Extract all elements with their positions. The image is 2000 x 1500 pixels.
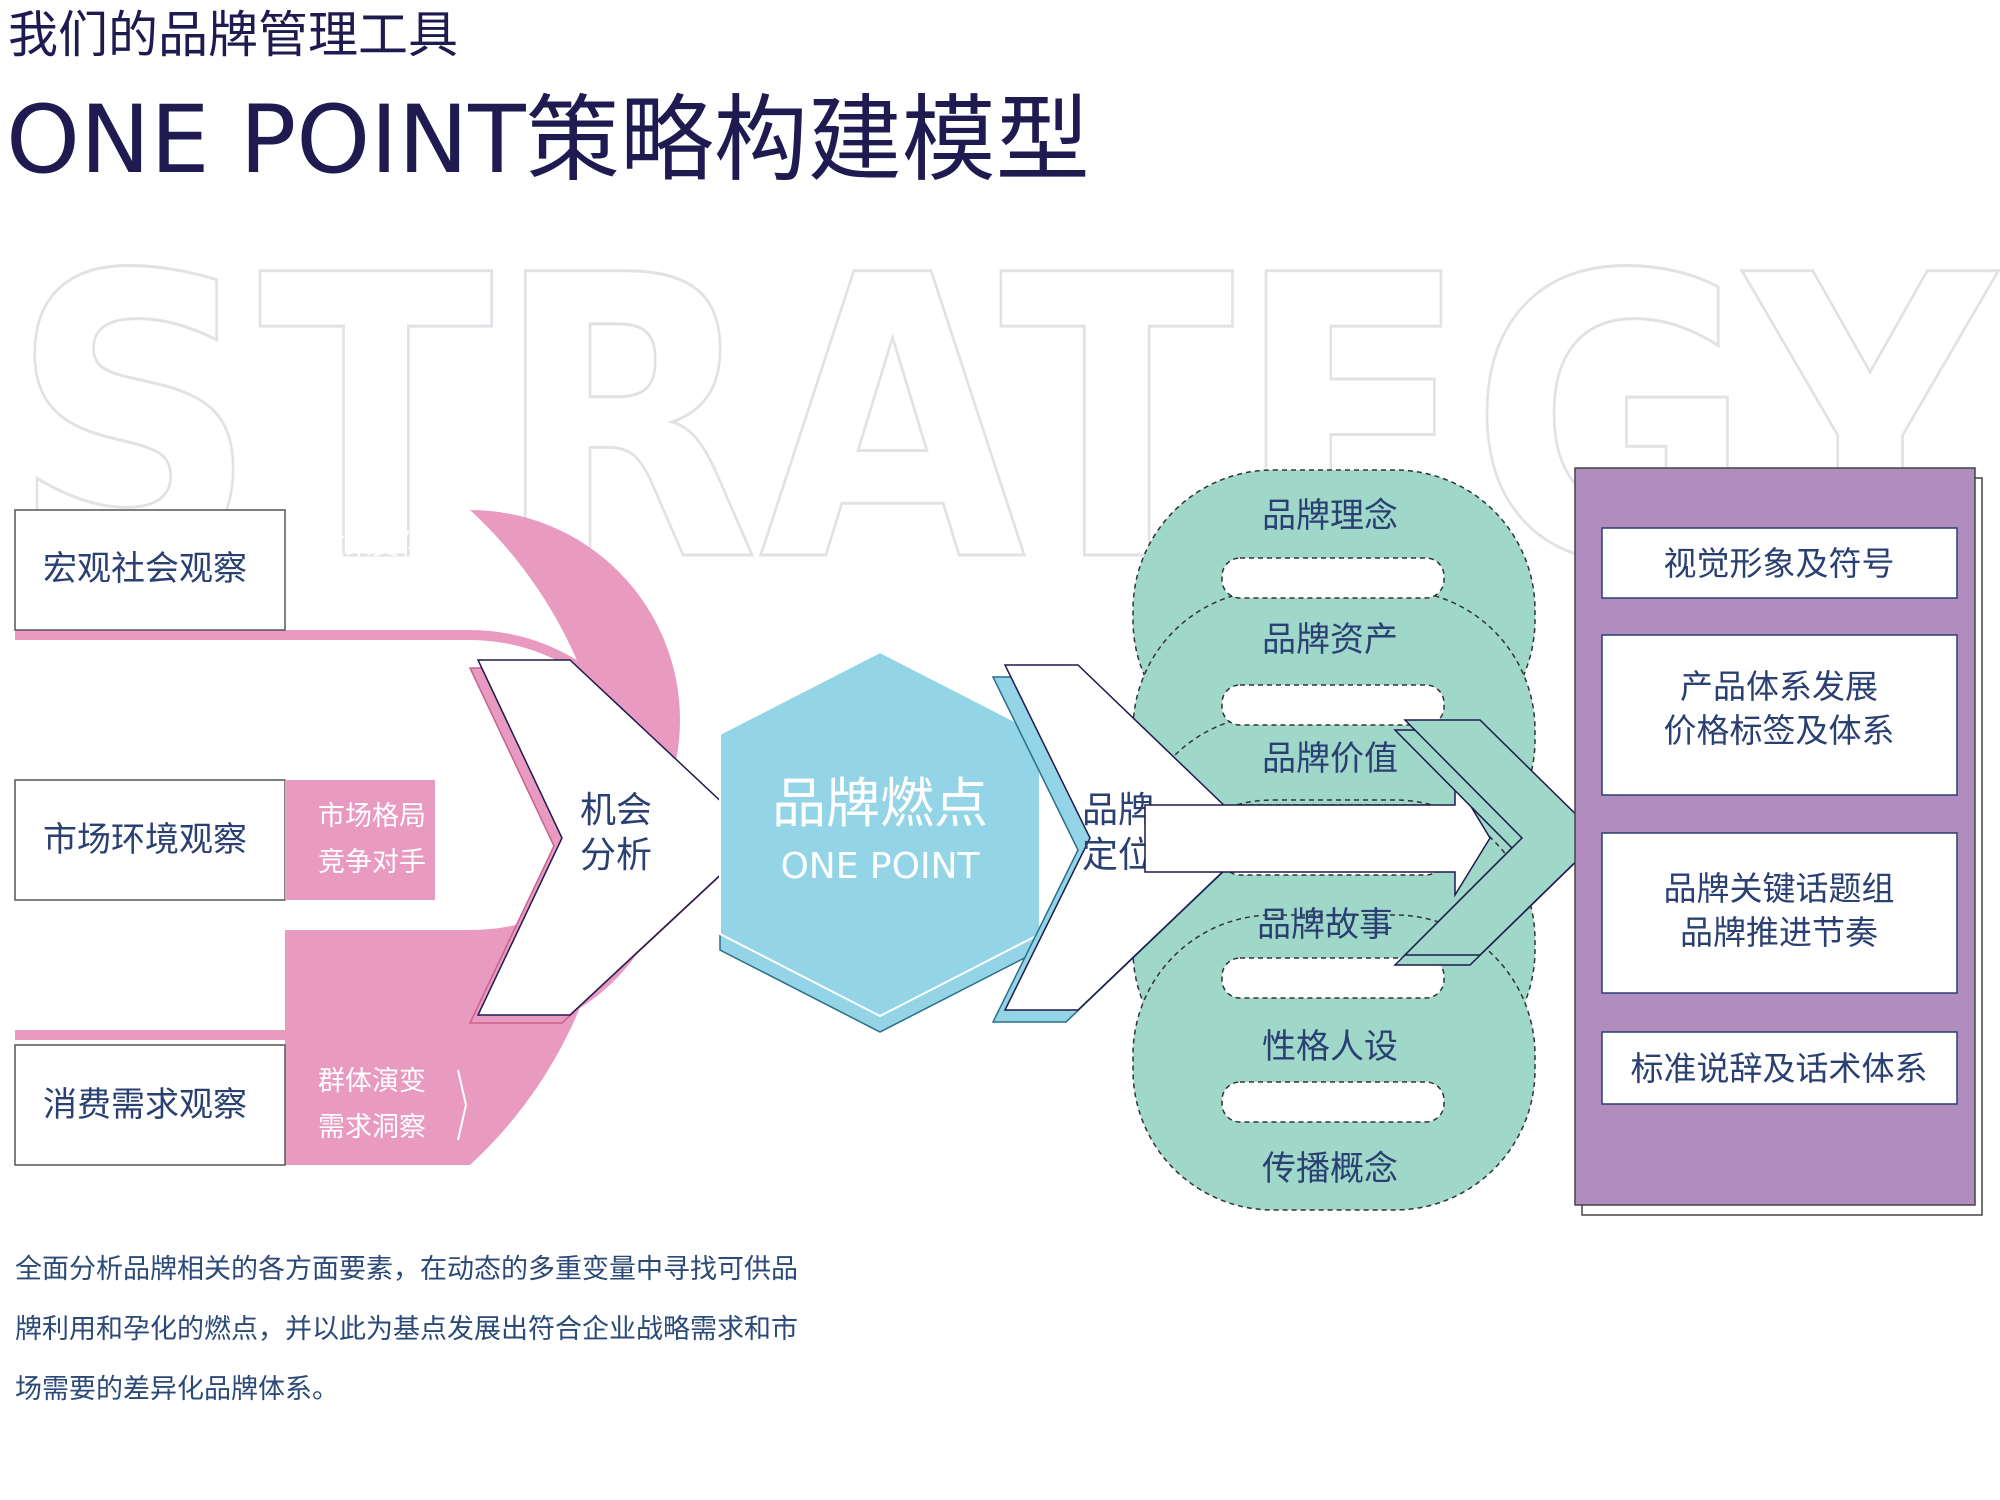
observation-box[interactable] bbox=[14, 1044, 286, 1166]
observation-label: 消费需求观察 bbox=[43, 1085, 247, 1125]
observation-box[interactable] bbox=[14, 509, 286, 631]
opportunity-analysis-chevron[interactable]: 机会 分析 bbox=[468, 659, 762, 1024]
layer-label: 品牌理念 bbox=[1262, 496, 1398, 536]
layer-label: 品牌价值 bbox=[1262, 739, 1398, 779]
observation-tag: 需求洞察 bbox=[318, 1112, 426, 1143]
layer-gap-pill bbox=[1221, 957, 1445, 999]
output-box[interactable] bbox=[1601, 634, 1958, 796]
output-box[interactable] bbox=[1601, 527, 1958, 599]
output-label: 标准说辞及话术体系 bbox=[1631, 1049, 1928, 1088]
layer-label: 传播概念 bbox=[1262, 1149, 1398, 1189]
output-label: 价格标签及体系 bbox=[1664, 711, 1895, 750]
brand-layers-stack: 品牌理念 品牌资产 品牌价值 品牌故事 性格人设 传播概念 bbox=[1132, 469, 1536, 1211]
observation-row-market: 市场环境观察 市场格局 竞争对手 bbox=[14, 779, 468, 901]
observation-tag-panel bbox=[285, 780, 435, 900]
observation-row-macro: 宏观社会观察 政策变化 文化趋势 bbox=[14, 509, 468, 631]
observation-tag: 竞争对手 bbox=[318, 847, 426, 878]
description-line: 场需要的差异化品牌体系。 bbox=[15, 1374, 339, 1405]
layer-label: 性格人设 bbox=[1262, 1027, 1398, 1067]
chevron-shape bbox=[1403, 719, 1602, 956]
chevron-shape bbox=[476, 659, 762, 1016]
layer-gap-pill bbox=[1221, 684, 1445, 726]
chevron-shape bbox=[1003, 664, 1260, 1011]
output-box[interactable] bbox=[1601, 1031, 1958, 1105]
connector-arrow-icon bbox=[1144, 777, 1491, 898]
opportunity-label-line2: 分析 bbox=[580, 835, 652, 876]
observation-row-consumer: 消费需求观察 群体演变 需求洞察 bbox=[14, 1044, 468, 1166]
output-box[interactable] bbox=[1601, 832, 1958, 994]
opportunity-label-line1: 机会 bbox=[580, 790, 652, 831]
observation-box[interactable] bbox=[14, 779, 286, 901]
description-line: 牌利用和孕化的燃点，并以此为基点发展出符合企业战略需求和市 bbox=[15, 1314, 798, 1345]
chevron-right-icon bbox=[457, 1069, 468, 1141]
observation-tag: 政策变化 bbox=[318, 530, 426, 561]
page-subtitle: 我们的品牌管理工具 bbox=[8, 6, 458, 64]
observation-tag: 市场格局 bbox=[318, 801, 426, 832]
chevron-right-icon bbox=[457, 804, 468, 876]
output-label: 视觉形象及符号 bbox=[1664, 544, 1895, 583]
output-label: 品牌关键话题组 bbox=[1664, 869, 1895, 908]
positioning-label-line2: 定位 bbox=[1082, 835, 1154, 876]
core-title: 品牌燃点 bbox=[772, 772, 988, 835]
outputs-panel: 视觉形象及符号 产品体系发展 价格标签及体系 品牌关键话题组 品牌推进节奏 标准… bbox=[1574, 467, 1983, 1216]
core-subtitle: ONE POINT bbox=[780, 846, 980, 887]
observation-label: 宏观社会观察 bbox=[43, 549, 247, 589]
core-one-point-hexagon[interactable]: 品牌燃点 ONE POINT bbox=[719, 650, 1041, 1033]
layer-gap-pill bbox=[1221, 1081, 1445, 1123]
layer-label: 品牌故事 bbox=[1257, 905, 1393, 945]
chevron-right-icon bbox=[457, 534, 468, 606]
output-label: 产品体系发展 bbox=[1680, 667, 1878, 706]
layer-label: 品牌资产 bbox=[1262, 620, 1398, 660]
output-chevron bbox=[1393, 719, 1602, 966]
observation-tag: 群体演变 bbox=[318, 1066, 426, 1097]
observation-label: 市场环境观察 bbox=[43, 820, 247, 860]
brand-positioning-chevron[interactable]: 品牌 定位 bbox=[991, 664, 1260, 1023]
layer-gap-pill bbox=[1221, 557, 1445, 599]
page-title: ONE POINT策略构建模型 bbox=[6, 86, 1090, 195]
description-line: 全面分析品牌相关的各方面要素，在动态的多重变量中寻找可供品 bbox=[15, 1254, 798, 1285]
observation-tag: 文化趋势 bbox=[318, 576, 426, 607]
output-label: 品牌推进节奏 bbox=[1680, 913, 1878, 952]
positioning-label-line1: 品牌 bbox=[1082, 790, 1154, 831]
